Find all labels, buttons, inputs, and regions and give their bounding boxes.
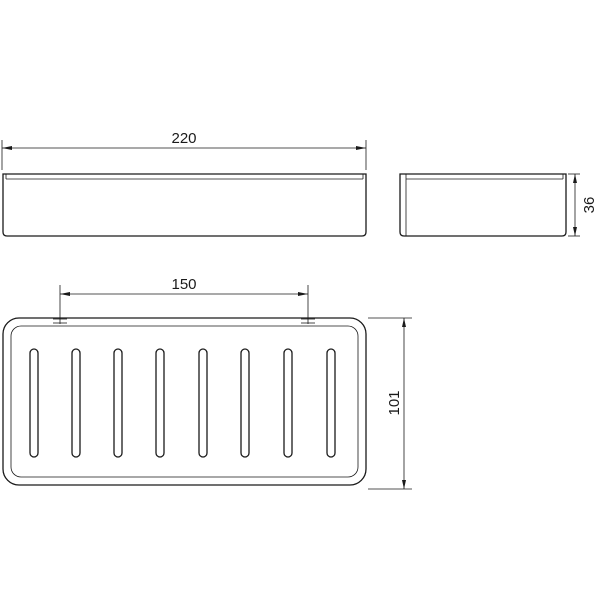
dim-220-arrow-right <box>356 146 366 150</box>
dim-36-arrow-bottom <box>573 227 577 236</box>
drainage-slot <box>71 348 81 458</box>
drainage-slot <box>29 348 39 458</box>
dim-36-label: 36 <box>581 197 598 214</box>
front-body-outline <box>2 173 367 237</box>
tray-inner-rim <box>10 325 359 478</box>
dim-220-arrow-left <box>2 146 12 150</box>
drainage-slots <box>29 348 336 458</box>
dim-36-arrow-top <box>573 174 577 183</box>
top-view: 150 101 <box>2 276 412 490</box>
dim-150-arrow-left <box>60 292 70 296</box>
mounting-hole-right <box>301 318 315 324</box>
drainage-slot <box>283 348 293 458</box>
side-view: 36 <box>399 173 598 237</box>
drainage-slot <box>113 348 123 458</box>
front-view: 220 <box>1 130 367 237</box>
drainage-slot <box>155 348 165 458</box>
dim-220-label: 220 <box>171 130 196 147</box>
dim-101-arrow-bottom <box>402 480 406 489</box>
dim-150-arrow-right <box>298 292 308 296</box>
drainage-slot <box>326 348 336 458</box>
dim-101-label: 101 <box>386 390 403 415</box>
dim-150-label: 150 <box>171 276 196 293</box>
side-body-outline <box>399 173 567 237</box>
drainage-slot <box>198 348 208 458</box>
tray-outer-outline <box>2 317 367 486</box>
mounting-hole-left <box>53 318 67 324</box>
dim-101-arrow-top <box>402 318 406 327</box>
drainage-slot <box>240 348 250 458</box>
